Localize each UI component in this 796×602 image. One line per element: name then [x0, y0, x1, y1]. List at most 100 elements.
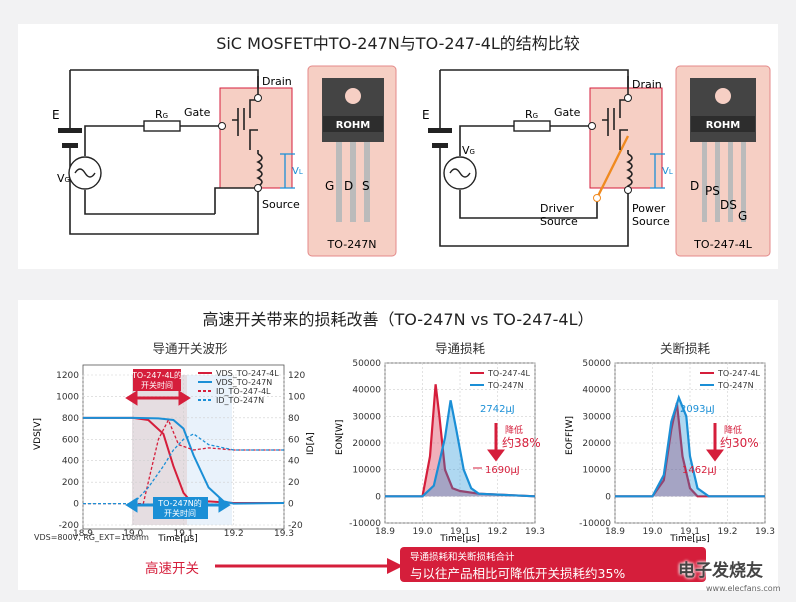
pin-s: S — [362, 179, 370, 193]
annot-1462: 1462µJ — [682, 465, 717, 476]
driver-source-label-2: Source — [540, 215, 578, 228]
watermark-url: www.elecfans.com — [706, 584, 781, 593]
chart1-ylabel: VDS[V] — [33, 418, 43, 450]
arrow-icon — [215, 558, 403, 574]
e-label: E — [422, 108, 430, 122]
legend-label: TO-247N — [717, 381, 754, 390]
annot-1690: 1690µJ — [485, 465, 520, 476]
y-tick-label: 1000 — [56, 392, 79, 402]
y-tick-label: 400 — [62, 457, 79, 467]
y-tick-label: -10000 — [349, 519, 381, 529]
source-label: Source — [262, 198, 300, 211]
x-tick-label: 19.0 — [123, 529, 143, 539]
x-tick-label: 19.3 — [525, 527, 545, 537]
y-tick-label: 0 — [605, 492, 611, 502]
summary-line-2: 与以往产品相比可降低开关损耗约35% — [410, 566, 626, 581]
y-tick-label: 10000 — [582, 466, 611, 476]
summary-band — [400, 547, 706, 582]
power-source-label-1: Power — [632, 202, 666, 215]
series-area — [385, 400, 535, 497]
y-tick-label: 50000 — [352, 359, 381, 369]
y-right-tick-label: 100 — [288, 392, 305, 402]
x-tick-label: 18.9 — [605, 527, 625, 537]
summary-line-1: 导通损耗和关断损耗合计 — [410, 552, 515, 563]
watermark-logo: 电子发烧友 — [678, 561, 763, 581]
pin-g: G — [325, 179, 334, 193]
bottom-title: 高速开关带来的损耗改善（TO-247N vs TO-247-4L） — [202, 310, 594, 329]
x-tick-label: 19.3 — [755, 527, 775, 537]
pkg-label: TO-247-4L — [693, 238, 753, 251]
series-line — [83, 433, 284, 505]
y-tick-label: -10000 — [579, 519, 611, 529]
chart1-title: 导通开关波形 — [152, 341, 228, 356]
vl-label: VL — [292, 166, 303, 177]
series-line — [83, 418, 284, 505]
chart3-title: 关断损耗 — [659, 341, 710, 356]
y-tick-label: 30000 — [352, 412, 381, 422]
fast-switching-label: 高速开关 — [145, 561, 199, 577]
y-right-tick-label: 60 — [288, 435, 300, 445]
gate-label: Gate — [554, 106, 581, 119]
annot-2093: 2093µJ — [680, 404, 715, 415]
y-tick-label: 40000 — [352, 386, 381, 396]
pin-ps: PS — [705, 184, 720, 198]
annot-4l-1: TO-247-4L的 — [131, 370, 182, 380]
vl-label: VL — [662, 166, 673, 177]
rg-label: RG — [155, 108, 168, 121]
chart1-ylabel-right: ID[A] — [306, 432, 316, 455]
e-label: E — [52, 108, 60, 122]
legend-label: VDS_TO-247-4L — [216, 369, 279, 378]
series-line — [615, 394, 765, 498]
pkg-label: TO-247N — [327, 238, 377, 251]
reduction-1: 降低 — [724, 424, 742, 436]
series-line — [615, 402, 765, 498]
reduction-2: 约38% — [502, 435, 541, 450]
y-right-tick-label: 80 — [288, 414, 300, 424]
pin-d: D — [690, 179, 699, 193]
vg-label: VG — [462, 144, 475, 157]
chart3-ylabel: EOFF[W] — [565, 416, 575, 455]
x-tick-label: 19.0 — [412, 527, 432, 537]
y-tick-label: 20000 — [582, 439, 611, 449]
y-tick-label: 200 — [62, 478, 79, 488]
y-right-tick-label: 120 — [288, 371, 305, 381]
series-area — [615, 397, 765, 497]
driver-source-label-1: Driver — [540, 202, 574, 215]
chart2-xlabel: Time[µs] — [439, 534, 479, 544]
x-tick-label: 19.1 — [173, 529, 193, 539]
y-tick-label: 0 — [73, 500, 79, 510]
circuit-to247n: E RG Gate VG Drain Source VL ROHM G D S … — [52, 65, 397, 257]
circuit-to2474l: E RG Gate VG Drain Driver Source Power S… — [422, 65, 771, 257]
y-tick-label: 30000 — [582, 412, 611, 422]
y-tick-label: 50000 — [582, 359, 611, 369]
y-tick-label: 40000 — [582, 386, 611, 396]
series-line — [385, 384, 536, 498]
chart2-title: 导通损耗 — [434, 341, 485, 356]
y-right-tick-label: 20 — [288, 478, 300, 488]
annot-n-2: 开关时间 — [164, 508, 196, 518]
x-tick-label: 19.2 — [224, 529, 244, 539]
pin-ds: DS — [720, 198, 737, 212]
top-title: SiC MOSFET中TO-247N与TO-247-4L的结构比较 — [216, 34, 580, 53]
legend-label: TO-247N — [487, 381, 524, 390]
drain-label: Drain — [262, 75, 292, 88]
legend-label: ID_TO-247N — [216, 396, 264, 405]
drain-label: Drain — [632, 78, 662, 91]
x-tick-label: 19.1 — [450, 527, 470, 537]
series-line — [83, 416, 285, 505]
chart3-xlabel: Time[µs] — [669, 534, 709, 544]
y-tick-label: 0 — [375, 492, 381, 502]
x-tick-label: 18.9 — [375, 527, 395, 537]
brand-logo: ROHM — [706, 120, 741, 131]
legend-label: TO-247-4L — [717, 369, 761, 378]
pin-g: G — [738, 209, 747, 223]
chart1-xlabel: Time[µs] — [157, 534, 197, 544]
rg-label: RG — [525, 108, 538, 121]
gate-label: Gate — [184, 106, 211, 119]
y-tick-label: 1200 — [56, 371, 79, 381]
series-line — [385, 400, 536, 498]
legend-label: ID_TO-247-4L — [216, 387, 271, 396]
x-tick-label: 19.2 — [717, 527, 737, 537]
